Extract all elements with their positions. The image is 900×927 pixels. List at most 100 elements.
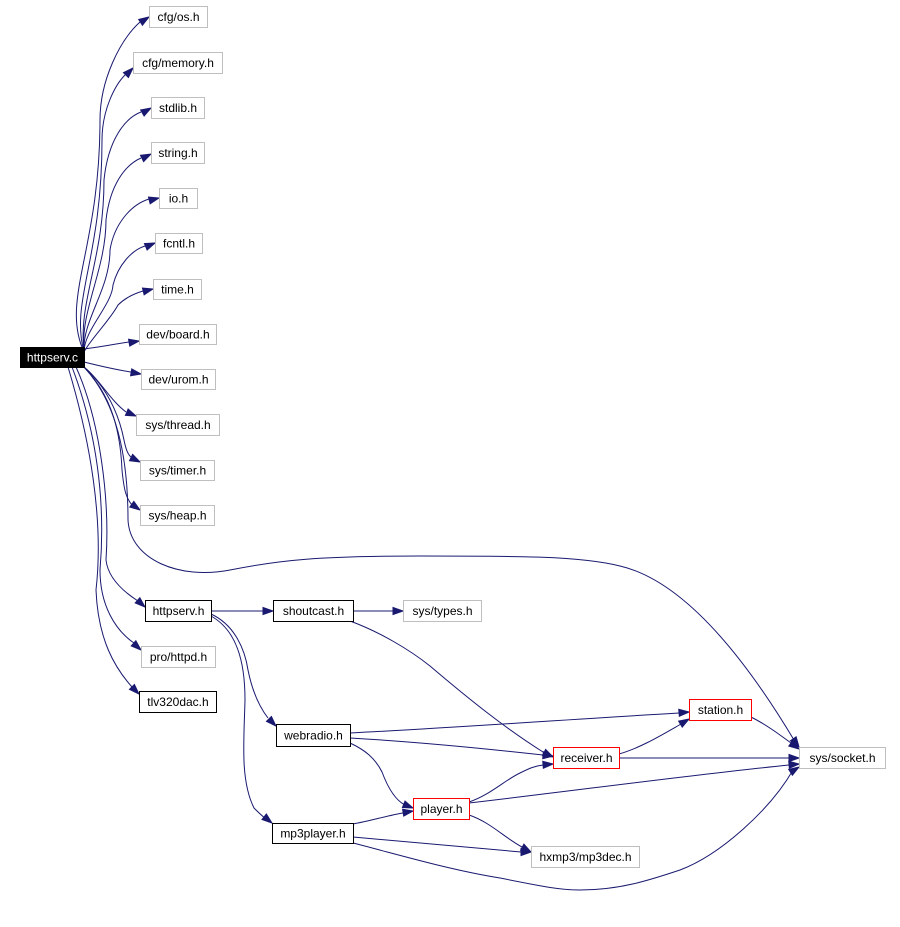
- node-box: [136, 414, 220, 436]
- arrowhead-icon: [143, 242, 157, 251]
- edge-line: [83, 361, 132, 373]
- edge-httpserv_c-to-fcntl: [83, 242, 157, 353]
- node-mp3player[interactable]: mp3player.h: [272, 823, 354, 844]
- edges-layer: [67, 16, 801, 891]
- edge-line: [210, 615, 266, 819]
- node-hxmp3[interactable]: hxmp3/mp3dec.h: [531, 846, 640, 868]
- node-label: sys/heap.h: [148, 509, 206, 523]
- edge-line: [83, 198, 150, 353]
- edge-httpserv_c-to-time: [83, 287, 155, 353]
- node-box: [153, 279, 202, 300]
- node-box: [553, 747, 620, 769]
- node-sys-timer[interactable]: sys/timer.h: [140, 460, 215, 481]
- node-sys-socket[interactable]: sys/socket.h: [799, 747, 886, 769]
- node-player[interactable]: player.h: [413, 798, 470, 820]
- edge-line: [352, 836, 522, 853]
- node-label: cfg/memory.h: [142, 56, 214, 70]
- node-string[interactable]: string.h: [151, 142, 205, 164]
- arrowhead-icon: [261, 813, 274, 824]
- node-box: [403, 600, 482, 622]
- arrowhead-icon: [392, 606, 405, 616]
- node-io[interactable]: io.h: [159, 188, 198, 209]
- edge-httpserv_c-to-dev_board: [83, 338, 141, 350]
- node-label: io.h: [169, 192, 188, 206]
- edge-line: [468, 814, 523, 848]
- node-label: station.h: [698, 703, 743, 717]
- node-box: [140, 460, 215, 481]
- node-box: [133, 52, 223, 74]
- node-dev-board[interactable]: dev/board.h: [139, 324, 217, 345]
- arrowhead-icon: [678, 708, 691, 718]
- edge-player-to-sys_socket: [468, 760, 801, 804]
- node-receiver[interactable]: receiver.h: [553, 747, 620, 769]
- edge-line: [82, 111, 142, 353]
- node-pro-httpd[interactable]: pro/httpd.h: [141, 646, 216, 668]
- node-label: shoutcast.h: [283, 604, 344, 618]
- nodes-layer: httpserv.c cfg/os.h cfg/memory.h stdlib.h st…: [20, 6, 886, 868]
- node-label: hxmp3/mp3dec.h: [539, 850, 631, 864]
- node-box: [155, 233, 203, 254]
- edge-httpserv_c-to-sys_timer: [83, 366, 142, 463]
- node-shoutcast[interactable]: shoutcast.h: [273, 600, 354, 622]
- node-label: dev/board.h: [146, 328, 209, 342]
- node-box: [276, 724, 351, 747]
- node-webradio[interactable]: webradio.h: [276, 724, 351, 747]
- node-cfg-memory[interactable]: cfg/memory.h: [133, 52, 223, 74]
- node-label: sys/types.h: [412, 604, 472, 618]
- node-box: [159, 188, 198, 209]
- node-label: httpserv.c: [27, 351, 78, 365]
- edge-line: [210, 613, 269, 719]
- edge-httpserv_h-to-shoutcast: [211, 606, 275, 616]
- node-box: [413, 798, 470, 820]
- arrowhead-icon: [139, 107, 153, 117]
- arrowhead-icon: [677, 718, 691, 729]
- node-httpserv-c: httpserv.c: [20, 347, 85, 368]
- node-box: [272, 823, 354, 844]
- node-label: cfg/os.h: [157, 10, 199, 24]
- edge-webradio-to-player: [349, 742, 415, 809]
- node-label: fcntl.h: [163, 237, 195, 251]
- node-fcntl[interactable]: fcntl.h: [155, 233, 203, 254]
- node-dev-urom[interactable]: dev/urom.h: [141, 369, 216, 390]
- node-station[interactable]: station.h: [689, 699, 752, 721]
- edge-line: [83, 245, 146, 353]
- edge-httpserv_c-to-dev_urom: [83, 361, 143, 377]
- arrowhead-icon: [520, 847, 533, 857]
- edge-httpserv_h-to-webradio: [210, 613, 278, 728]
- arrowhead-icon: [147, 196, 161, 205]
- node-sys-thread[interactable]: sys/thread.h: [136, 414, 220, 436]
- edge-httpserv_c-to-httpserv_h: [75, 366, 147, 609]
- edge-mp3player-to-sys_socket: [352, 766, 801, 891]
- node-label: tlv320dac.h: [147, 695, 208, 709]
- edge-shoutcast-to-sys_types: [353, 606, 405, 616]
- node-sys-heap[interactable]: sys/heap.h: [140, 505, 215, 526]
- node-sys-types[interactable]: sys/types.h: [403, 600, 482, 622]
- node-tlv320dac[interactable]: tlv320dac.h: [139, 691, 217, 713]
- edge-line: [83, 366, 133, 506]
- edge-mp3player-to-hxmp3: [352, 836, 533, 857]
- arrowhead-icon: [128, 500, 142, 511]
- arrowhead-icon: [542, 760, 555, 770]
- edge-httpserv_c-to-pro_httpd: [71, 366, 143, 652]
- edge-line: [83, 366, 795, 741]
- edge-line: [349, 620, 544, 753]
- node-stdlib[interactable]: stdlib.h: [151, 97, 205, 119]
- edge-player-to-hxmp3: [468, 814, 533, 853]
- node-box: [151, 142, 205, 164]
- edge-receiver-to-sys_socket: [619, 753, 801, 763]
- arrowhead-icon: [124, 408, 138, 417]
- edge-line: [71, 366, 135, 644]
- edge-line: [83, 157, 142, 353]
- node-time[interactable]: time.h: [153, 279, 202, 300]
- node-label: receiver.h: [560, 751, 612, 765]
- node-label: dev/urom.h: [148, 373, 208, 387]
- edge-receiver-to-station: [618, 718, 691, 755]
- node-cfg-os[interactable]: cfg/os.h: [149, 6, 208, 28]
- arrowhead-icon: [788, 760, 801, 770]
- edge-httpserv_h-to-mp3player: [210, 615, 274, 824]
- arrowhead-icon: [787, 766, 801, 777]
- arrowhead-icon: [130, 639, 143, 652]
- node-httpserv-h[interactable]: httpserv.h: [145, 600, 212, 622]
- arrowhead-icon: [127, 338, 141, 347]
- edge-httpserv_c-to-cfg_os: [75, 16, 151, 353]
